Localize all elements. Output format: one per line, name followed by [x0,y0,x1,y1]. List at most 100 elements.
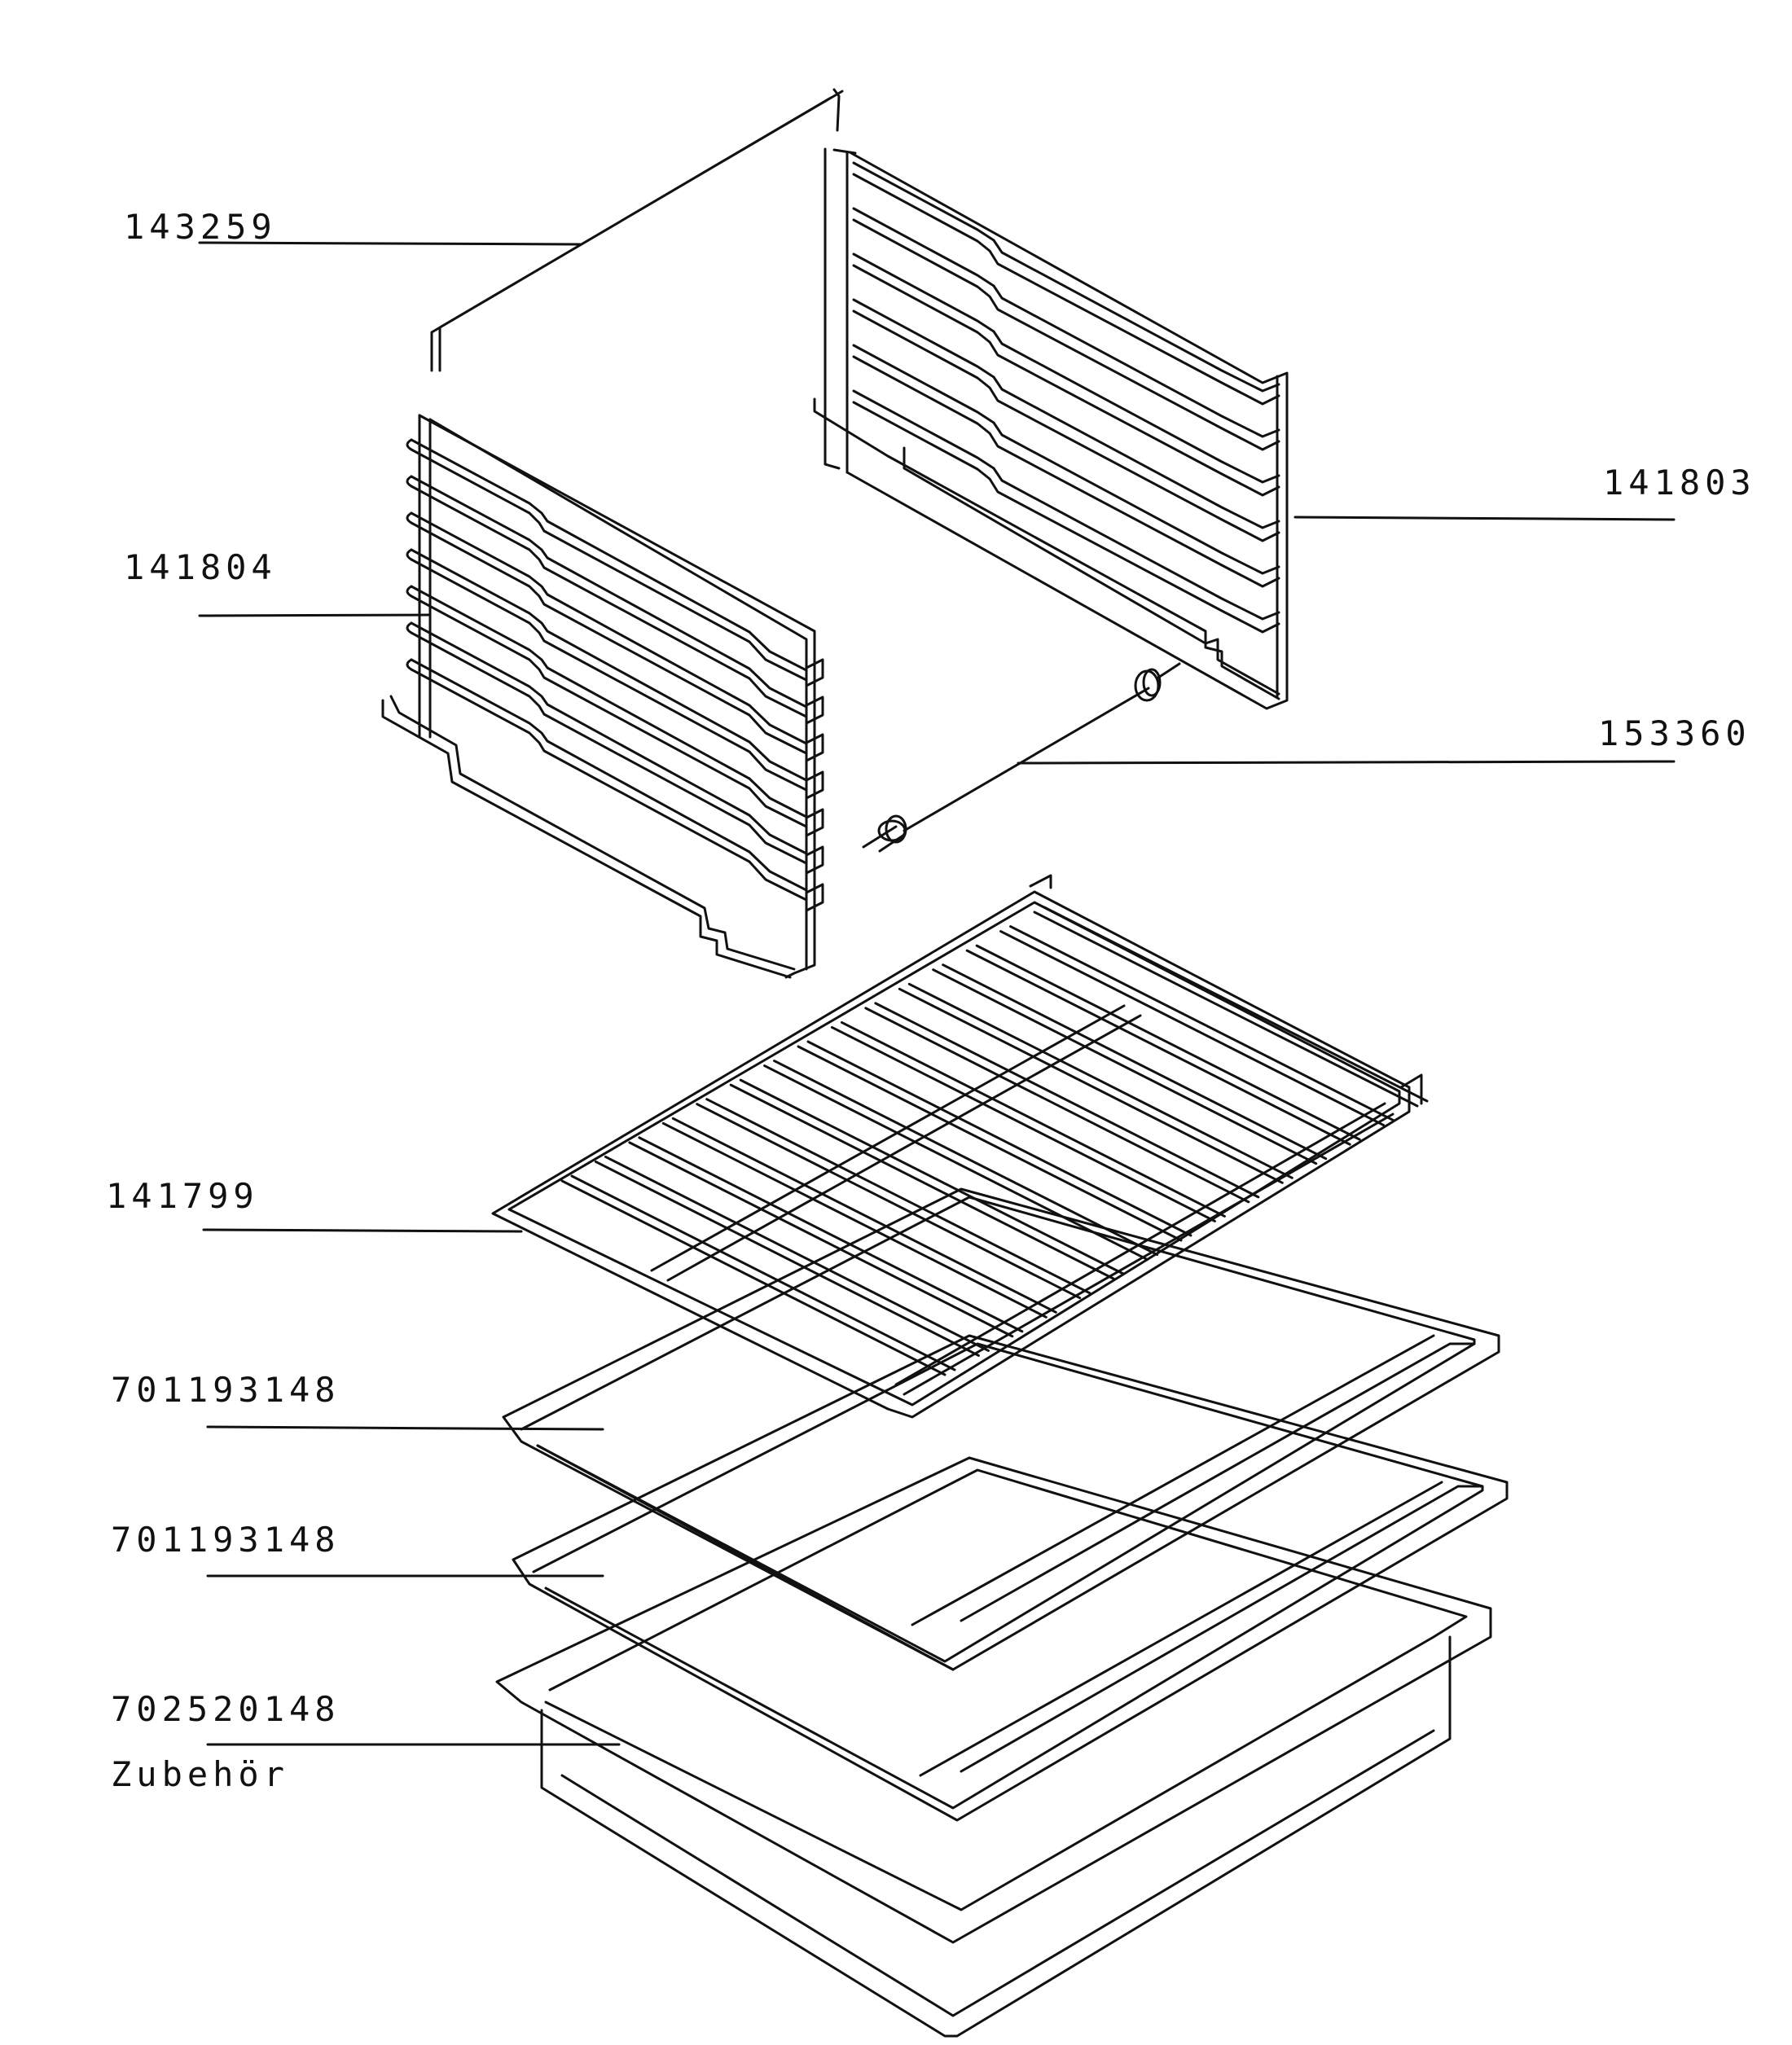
right-rack-rail [852,401,1280,634]
left-rack-rail-end [406,511,413,524]
shelf-crossbar [903,1112,1395,1396]
left-side-rack-part [381,414,824,979]
left-rack-rail [410,585,808,818]
left-rack-rail-end [406,438,413,451]
label-141803: 141803 [1603,463,1756,502]
left-rack-tab [805,696,824,725]
left-rack-tab [805,883,824,912]
right-rack-rail [852,389,1280,621]
right-rack-rail [852,173,1280,406]
leader-141804 [198,613,432,617]
left-rack-rail-end [406,548,413,561]
shelf-bar [739,1078,1125,1275]
left-rack-rail [410,668,808,902]
shelf-bar [705,1098,1091,1295]
left-rack-rail [410,595,808,828]
shelf-bar [874,1002,1260,1199]
right-rack-rail [852,264,1280,497]
shelf-bar [1009,925,1395,1122]
rod-part [862,662,1181,853]
label-153360: 153360 [1598,713,1751,753]
left-rack-rail-end [406,658,413,671]
shelf-bar [763,1064,1149,1262]
accessory-note: Zubehör [111,1754,290,1794]
right-side-rack-part [813,147,1289,710]
tray-1-part [502,1187,1500,1671]
label-143259: 143259 [124,207,277,247]
label-701193148-b: 701193148 [111,1520,340,1560]
shelf-bar [907,982,1293,1179]
left-rack-rail-end [406,585,413,598]
shelf-bar [671,1117,1057,1314]
shelf-crossbar [666,1014,1142,1282]
shelf-bar [570,1174,956,1371]
shelf-bar [560,1179,947,1376]
leader-lines [198,241,1676,1746]
label-141799: 141799 [106,1176,259,1216]
leader-141799 [202,1228,523,1233]
left-rack-tab [805,733,824,762]
right-rack-rail [852,298,1280,529]
shelf-bar [864,1007,1250,1204]
left-rack-tab [805,770,824,800]
label-701193148-a: 701193148 [111,1370,340,1410]
right-rack-rail [852,355,1280,588]
shelf-bar [628,1141,1014,1338]
shelf-bar [797,1045,1183,1242]
right-rack-rail [852,252,1280,484]
leader-143259 [198,241,582,246]
left-rack-rail [410,631,808,865]
shelf-crossbar [894,1102,1386,1386]
shelf-bar [661,1121,1048,1319]
shelf-bar [840,1020,1226,1218]
shelf-bar [806,1040,1192,1237]
top-bar-part [430,88,844,372]
leader-153360 [1017,760,1676,765]
shelf-bar [942,963,1328,1161]
left-rack-rail [410,658,808,892]
leader-701193148-a [206,1425,604,1431]
left-rack-tab [805,658,824,687]
shelf-bar [773,1060,1159,1257]
right-rack-rail [852,344,1280,575]
left-rack-rail-end [406,621,413,634]
shelf-bar [999,930,1386,1127]
left-rack-rail [410,558,808,792]
right-rack-rail [852,161,1280,393]
deep-pan-part [495,1456,1492,2038]
shelf-bar [696,1103,1082,1300]
shelf-bar [594,1160,980,1357]
shelf-bar [729,1083,1115,1280]
left-rack-rail [410,548,808,782]
left-rack-rail [410,448,808,682]
right-rack-rail [852,309,1280,542]
left-rack-rail [410,521,808,755]
tray-2-part [512,1334,1509,1822]
label-702520148: 702520148 [111,1689,340,1729]
shelf-bar [1033,911,1419,1108]
left-rack-rail [410,438,808,672]
left-rack-rail [410,475,808,709]
left-rack-rail [410,621,808,855]
label-141804: 141804 [124,547,277,587]
shelf-bar [932,968,1318,1165]
left-rack-rail [410,511,808,745]
shelf-bar [975,944,1361,1141]
shelf-bar [830,1025,1216,1222]
left-rack-rail-end [406,475,413,488]
shelf-bar [638,1136,1024,1333]
shelf-bar [1043,906,1429,1103]
shelf-bar [965,949,1351,1146]
shelf-bar [604,1155,990,1352]
right-rack-rail [852,218,1280,451]
shelf-crossbar [650,1004,1126,1272]
leader-141803 [1293,516,1676,521]
right-rack-rail [852,207,1280,438]
left-rack-tab [805,845,824,875]
wire-shelf-part [491,874,1429,1419]
left-rack-tab [805,808,824,837]
shelf-bar [898,987,1284,1184]
left-rack-rail [410,485,808,718]
